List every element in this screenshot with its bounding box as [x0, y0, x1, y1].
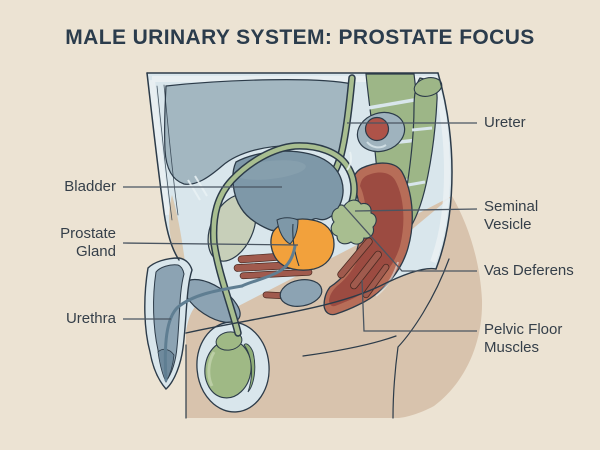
penile-bulb [279, 279, 323, 307]
label-bladder: Bladder [64, 178, 116, 195]
urethra-penile [163, 284, 244, 382]
label-seminal-vesicle: Seminal Vesicle [484, 198, 539, 233]
label-urethra: Urethra [65, 310, 116, 327]
front-wall-wedge [169, 195, 185, 262]
skin-inner-band-front [149, 79, 170, 216]
leader-vas-deferens [342, 204, 477, 272]
diagram-title: MALE URINARY SYSTEM: PROSTATE FOCUS [65, 26, 535, 49]
sigmoid-colon [364, 116, 390, 142]
leader-lines [122, 122, 478, 332]
pelvic-floor-muscles-right [337, 237, 390, 299]
leader-pelvic-floor [361, 279, 477, 332]
sheen-streaks [187, 151, 352, 201]
label-vas-deferens: Vas Deferens [484, 262, 574, 279]
posterior-strip-separators [407, 126, 433, 187]
pouch-highlight [366, 141, 387, 149]
urethra-pelvic [240, 244, 297, 288]
skin-inner-band [152, 76, 451, 264]
epididymis [243, 343, 256, 393]
label-prostate-gland: Prostate Gland [60, 225, 116, 260]
testis-highlight [207, 351, 216, 387]
leader-prostate [122, 242, 299, 246]
label-pelvic-floor-muscles: Pelvic Floor Muscles [484, 321, 563, 356]
epididymis-head [215, 331, 243, 351]
leader-seminal-vesicle [354, 208, 478, 212]
label-ureter: Ureter [484, 114, 526, 131]
prostate-cleft [292, 223, 300, 267]
